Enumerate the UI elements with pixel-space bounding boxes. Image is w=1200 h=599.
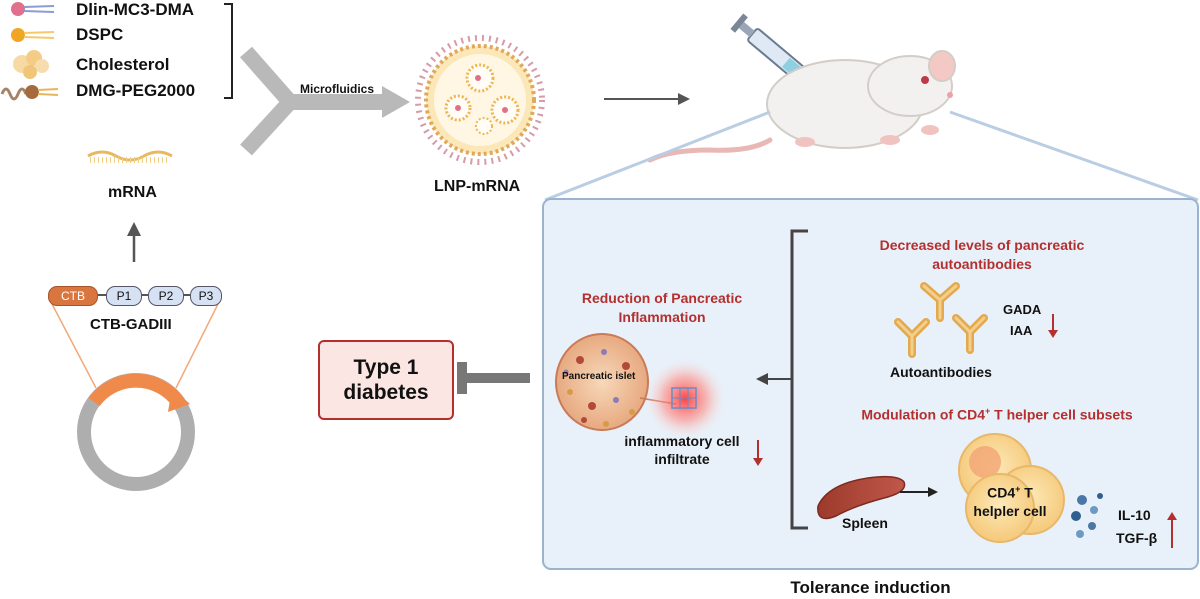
phospholipid-icon — [11, 28, 55, 42]
t-helper-cell-icon — [958, 433, 1065, 543]
gada-label: GADA — [1003, 302, 1042, 317]
construct-name: CTB-GADIII — [90, 316, 172, 333]
arrow-to-mouse — [604, 93, 690, 105]
t-helper-cell-label: CD4+ T helpler cell — [960, 480, 1060, 520]
infiltrate-label: inflammatory cell infiltrate — [617, 432, 747, 468]
infiltrate-line1: inflammatory cell — [624, 433, 740, 449]
construct-p1: P1 — [106, 286, 142, 306]
inflammation-heading-line2: Inflammation — [618, 309, 706, 325]
thelper-heading-suffix: T helper cell subsets — [990, 406, 1133, 423]
thelper-heading: Modulation of CD4+ T helper cell subsets — [832, 406, 1162, 423]
panel-title: Tolerance induction — [790, 578, 951, 597]
cell-line1-prefix: CD4 — [987, 484, 1016, 501]
mrna-label: mRNA — [108, 184, 157, 201]
peg-lipid-icon — [0, 85, 59, 101]
inflammation-heading-line1: Reduction of Pancreatic — [581, 290, 743, 306]
plasmid-icon — [51, 303, 219, 491]
zoom-line-left — [544, 110, 771, 202]
microfluidics-label: Microfluidics — [300, 82, 375, 96]
inflammation-heading: Reduction of Pancreatic Inflammation — [560, 289, 764, 327]
construct-ctb: CTB — [48, 286, 98, 306]
autoantibodies-heading-line2: autoantibodies — [932, 256, 1032, 272]
type1-diabetes-box: Type 1 diabetes — [318, 340, 454, 420]
cell-line1-suffix: T — [1020, 484, 1033, 501]
mouse-icon — [647, 50, 956, 163]
construct-p3: P3 — [190, 286, 222, 306]
cell-line2: helpler cell — [973, 502, 1047, 519]
microfluidics-chip-icon — [239, 46, 410, 156]
thelper-heading-prefix: Modulation of CD4 — [861, 406, 985, 423]
antibody-icon-1 — [920, 282, 960, 322]
islet-label: Pancreatic islet — [562, 371, 636, 382]
lnp-particle-icon — [415, 35, 545, 165]
disease-line1: Type 1 — [353, 356, 419, 379]
pancreatic-islet-icon — [555, 333, 649, 431]
construct-p2: P2 — [148, 286, 184, 306]
tgfb-label: TGF-β — [1116, 530, 1158, 546]
arrow-up — [127, 222, 141, 262]
inflammation-glow-icon — [645, 359, 725, 439]
mrna-strand-icon — [87, 150, 173, 163]
cell-line1-sup: + — [1015, 484, 1021, 494]
autoantibodies-heading: Decreased levels of pancreatic autoantib… — [856, 236, 1108, 274]
arrow-to-islet — [756, 373, 792, 385]
legend-bracket — [224, 3, 233, 99]
ionizable-lipid-icon — [11, 2, 55, 16]
decrease-arrow-infiltrate — [753, 440, 763, 466]
legend-label-peg-lipid: DMG-PEG2000 — [76, 81, 196, 100]
legend-label-ionizable-lipid: Dlin-MC3-DMA — [76, 0, 195, 19]
decrease-arrow-autoantibodies — [1048, 314, 1058, 338]
legend-label-cholesterol: Cholesterol — [76, 55, 170, 74]
iaa-label: IAA — [1010, 323, 1033, 338]
increase-arrow-cytokines — [1167, 512, 1177, 548]
antibody-icon-2 — [894, 318, 930, 358]
antibody-icon-3 — [952, 314, 988, 354]
cholesterol-icon — [13, 50, 49, 79]
infiltrate-line2: infiltrate — [654, 451, 710, 467]
lnp-label: LNP-mRNA — [434, 178, 521, 195]
cytokine-dots-icon — [1071, 493, 1103, 538]
zoom-line-right — [949, 110, 1199, 202]
spleen-label: Spleen — [842, 515, 888, 531]
legend-label-phospholipid: DSPC — [76, 25, 124, 44]
arrow-spleen-to-cell — [900, 487, 938, 497]
il10-label: IL-10 — [1118, 507, 1151, 523]
thelper-heading-sup: + — [985, 406, 991, 416]
autoantibodies-heading-line1: Decreased levels of pancreatic — [879, 237, 1085, 253]
inhibition-arrow — [457, 362, 530, 394]
autoantibodies-label: Autoantibodies — [890, 364, 992, 380]
disease-line2: diabetes — [343, 381, 429, 404]
